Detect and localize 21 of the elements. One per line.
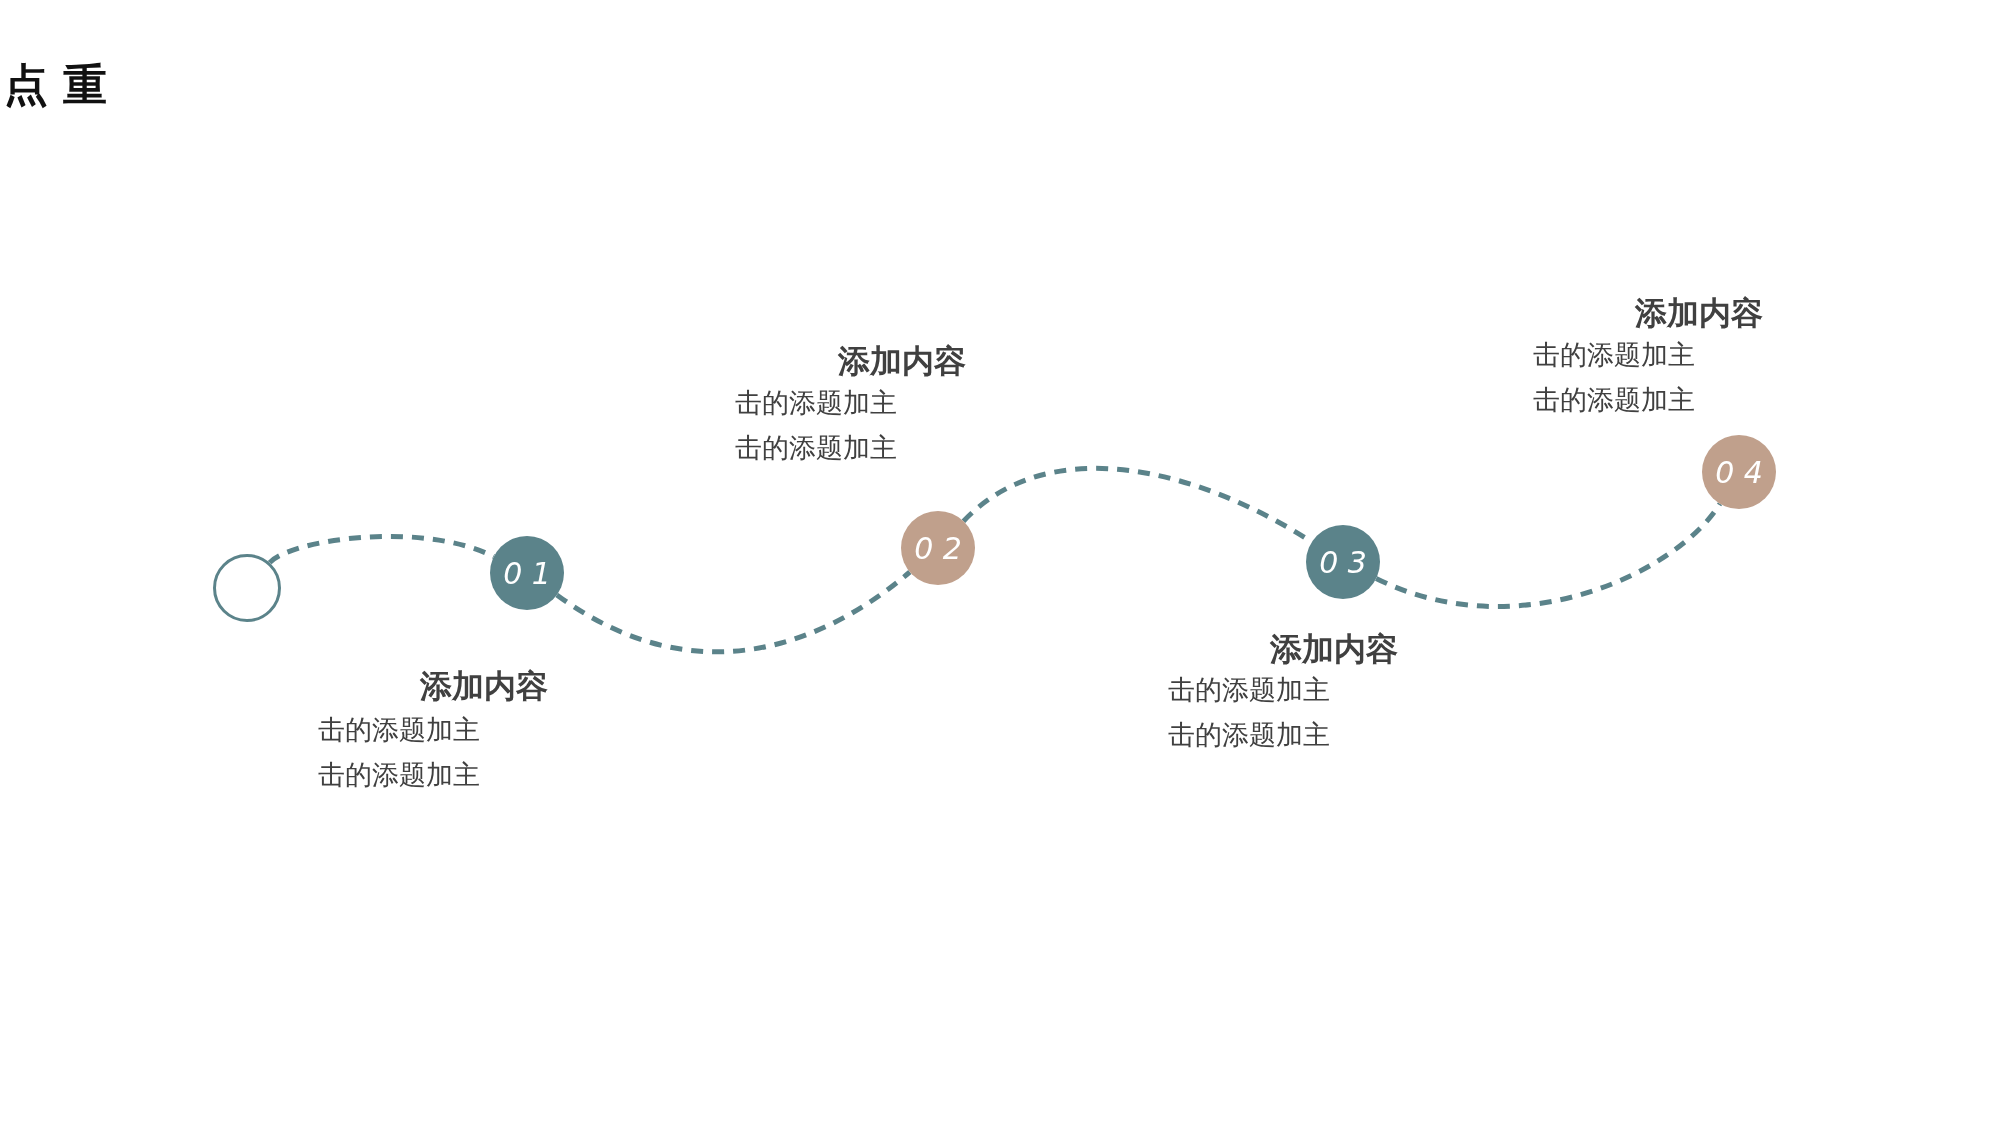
step-heading: 添加内容 <box>838 341 966 382</box>
start-circle <box>213 554 281 622</box>
step-description: 击的添题加主 <box>318 758 480 792</box>
step-description: 击的添题加主 <box>318 713 480 747</box>
step-circle <box>901 511 975 585</box>
step-heading: 添加内容 <box>1635 293 1763 334</box>
slide-title: 点 重 <box>4 58 108 112</box>
dashed-connector <box>555 570 912 655</box>
step-number: 0 2 <box>914 530 962 566</box>
step-number: 0 1 <box>503 555 551 591</box>
step-description: 击的添题加主 <box>735 386 897 420</box>
step-description: 击的添题加主 <box>1533 338 1695 372</box>
step-description: 击的添题加主 <box>735 431 897 465</box>
step-description: 击的添题加主 <box>1168 718 1330 752</box>
step-heading: 添加内容 <box>420 666 548 707</box>
step-description: 击的添题加主 <box>1533 383 1695 417</box>
step-number: 0 4 <box>1715 454 1763 490</box>
dashed-connector <box>1375 502 1722 609</box>
step-heading: 添加内容 <box>1270 629 1398 670</box>
step-number: 0 3 <box>1319 544 1367 580</box>
step-description: 击的添题加主 <box>1168 673 1330 707</box>
